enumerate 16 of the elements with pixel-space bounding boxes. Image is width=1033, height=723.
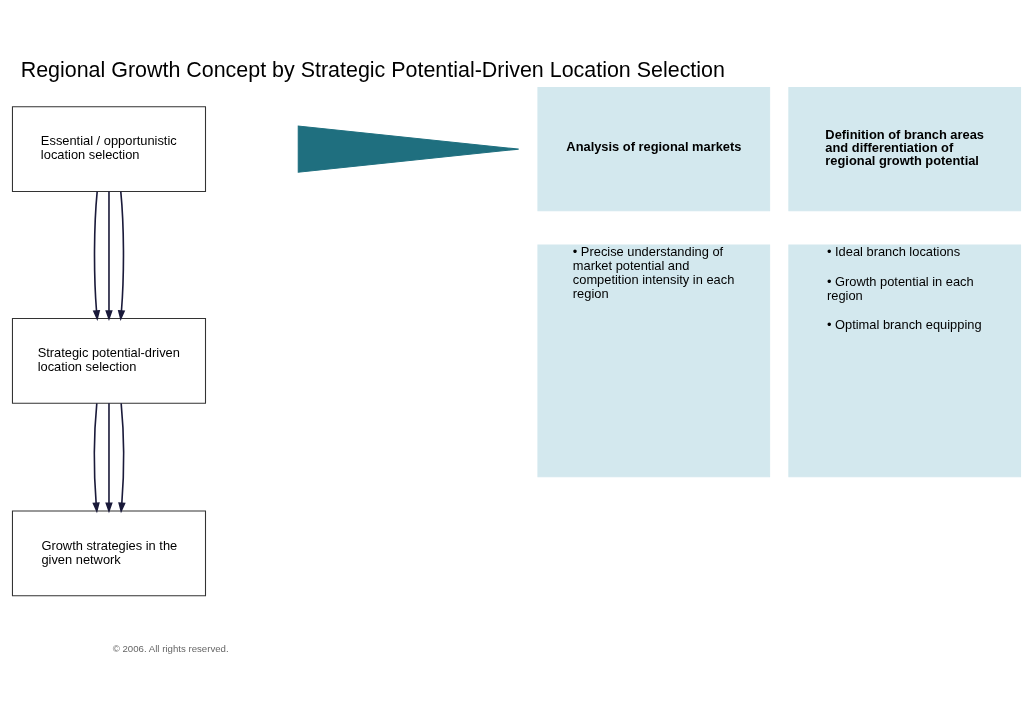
node-box: • Precise understanding of market potential and competition intensity in each region <box>537 244 771 477</box>
diagram-title: Regional Growth Concept by Strategic Potential-Driven Location Selection <box>20 57 725 82</box>
arrow <box>92 402 100 513</box>
node-box: Analysis of regional markets <box>537 86 771 211</box>
arrow <box>105 190 113 321</box>
node-box: Growth strategies in the given network <box>11 510 207 596</box>
label: © 2006. All rights reserved. <box>112 642 229 654</box>
node-box: Strategic potential-driven location selection <box>11 317 207 404</box>
arrow <box>105 402 113 513</box>
arrow <box>118 402 126 513</box>
arrow <box>92 190 101 321</box>
node-triangle <box>297 124 520 173</box>
arrow <box>117 190 126 321</box>
node-box: • Ideal branch locations • Growth potential in each region • Optimal branch equipping <box>788 244 1022 477</box>
node-box: Essential / opportunistic location selection <box>11 105 207 192</box>
node-box: Definition of branch areas and differentiation of regional growth potential <box>788 86 1022 211</box>
